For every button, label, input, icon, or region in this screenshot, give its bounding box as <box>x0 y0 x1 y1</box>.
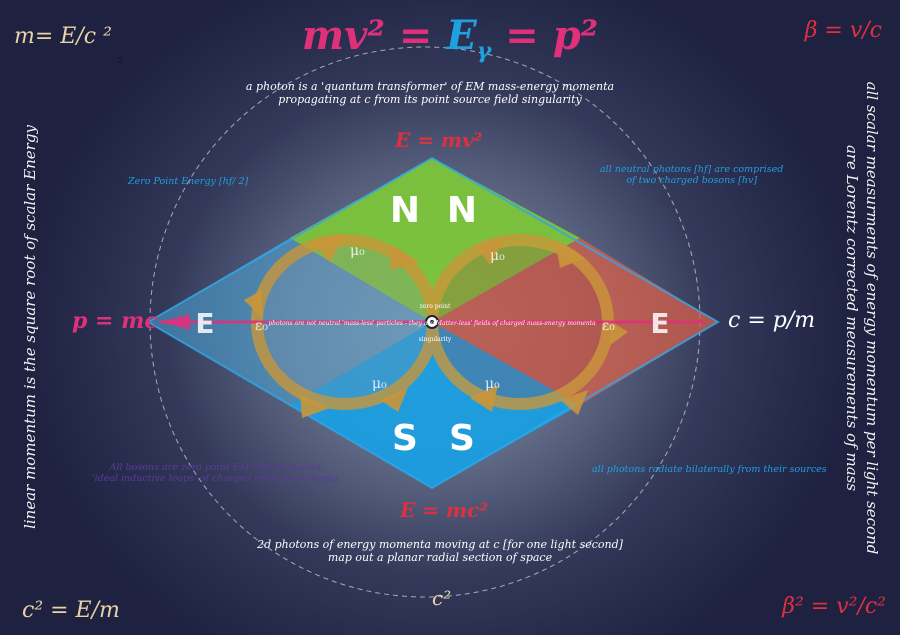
north-letter-2: N <box>447 190 477 231</box>
corner-bottom-right: β² = v²/c² <box>782 594 886 619</box>
center-line-text: photons are not neutral 'mass-less' part… <box>268 320 596 327</box>
mu-label-nw: μ₀ <box>350 243 365 259</box>
equation-mid: E <box>446 12 477 59</box>
south-letter-1: S <box>392 418 418 459</box>
side-text-right: all scalar measurments of energy momentu… <box>842 82 882 555</box>
note-neutral-photons: all neutral photons [hf] are comprised o… <box>600 164 783 186</box>
loop-arrows <box>244 235 628 418</box>
label-left-momentum: p = mc <box>72 308 158 334</box>
label-bottom-energy: E = mc² <box>400 498 489 522</box>
mu-label-se: μ₀ <box>485 376 500 392</box>
equation-eq2: = <box>491 12 553 59</box>
west-letter: E <box>195 307 214 340</box>
label-bottom-c2: c² <box>432 586 452 610</box>
south-letter-2: S <box>449 418 475 459</box>
note-bosons: All bosons are zero point EM Planck quan… <box>92 462 339 484</box>
side-text-right-line-1: all scalar measurments of energy momentu… <box>863 81 881 555</box>
subtitle-top-line-2: propagating at c from its point source f… <box>278 93 582 106</box>
mu-label-ne: μ₀ <box>490 248 505 264</box>
epsilon-label-e: ε₀ <box>602 318 615 334</box>
corner-top-left: m= E/c ² <box>14 24 112 49</box>
subtitle-top-line-1: a photon is a 'quantum transformer' of E… <box>245 80 615 93</box>
subtitle-bottom-line-1: 2d photons of energy momenta moving at c… <box>257 538 623 551</box>
label-top-energy: E = mv² <box>395 128 483 152</box>
note-bosons-line-2: 'ideal inductive loops' of charged emerg… <box>92 473 339 484</box>
equation-left: mv² <box>301 12 399 59</box>
corner-top-left-small: 2 <box>118 56 124 65</box>
note-zero-point-energy: Zero Point Energy [hf/ 2] <box>128 176 249 187</box>
left-axis-arrow <box>160 314 190 330</box>
note-radiate: all photons radiate bilaterally from the… <box>592 464 827 475</box>
singularity-label: singularity <box>419 336 452 343</box>
equation-eq1: = <box>398 12 447 59</box>
mu-label-sw: μ₀ <box>372 376 387 392</box>
east-letter: E <box>650 307 669 340</box>
subtitle-bottom: 2d photons of energy momenta moving at c… <box>0 538 880 564</box>
subtitle-top: a photon is a 'quantum transformer' of E… <box>0 80 860 106</box>
subtitle-bottom-line-2: map out a planar radial section of space <box>327 551 553 564</box>
corner-top-right: β = v/c <box>804 18 882 43</box>
equation-mid-sub: γ <box>476 38 492 64</box>
epsilon-label-w: ε₀ <box>255 318 268 334</box>
equation-right: p² <box>552 12 599 59</box>
diamond-outline <box>146 156 721 490</box>
corner-bottom-left: c² = E/m <box>22 598 120 623</box>
main-equation: mv² = Eγ = p² <box>0 12 900 64</box>
note-neutral-photons-line-2: of two charged bosons [hv] <box>626 175 758 186</box>
north-letter-1: N <box>390 190 420 231</box>
note-neutral-photons-line-1: all neutral photons [hf] are comprised <box>600 164 784 175</box>
label-right-speed: c = p/m <box>728 308 816 333</box>
side-text-right-line-2: are Lorentz corrected measurements of ma… <box>843 144 861 492</box>
zero-point-label: zero point <box>420 303 451 310</box>
note-bosons-line-1: All bosons are zero point EM Planck quan… <box>109 462 321 473</box>
side-text-left: linear momentum is the square root of sc… <box>21 125 39 529</box>
